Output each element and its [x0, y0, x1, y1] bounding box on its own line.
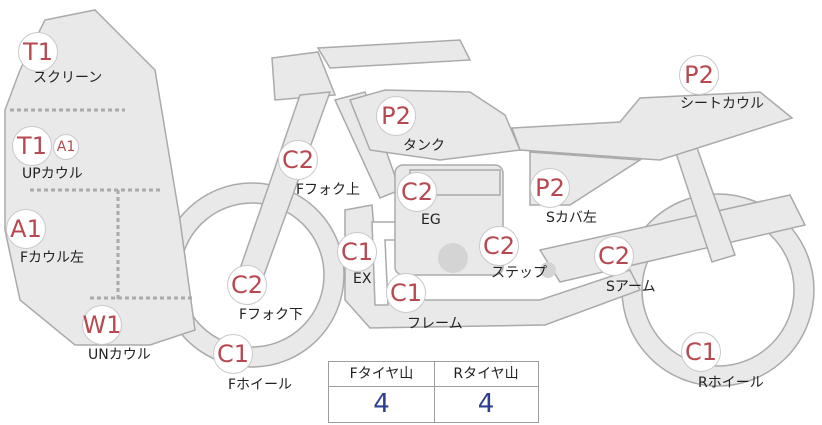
grade-badge-f-fork-lower: C2 [227, 265, 267, 305]
headlight-shape [271, 51, 337, 101]
label-exhaust: EX [353, 271, 372, 287]
front-tire-value: 4 [373, 389, 390, 419]
label-r-wheel: Rホイール [698, 375, 764, 391]
label-screen: スクリーン [33, 70, 103, 86]
label-s-cover-left: Sカバ左 [546, 210, 597, 226]
label-step: ステップ [491, 265, 547, 281]
grade-badge-tank: P2 [376, 96, 416, 136]
label-f-fork-lower: Fフォク下 [239, 307, 304, 323]
label-swing-arm: Sアーム [606, 279, 656, 295]
label-tank: タンク [403, 138, 445, 154]
fairing-shape [4, 9, 196, 346]
grade-badge-frame: C1 [386, 273, 426, 313]
grade-badge-exhaust: C1 [337, 232, 377, 272]
label-up-cowl: UPカウル [22, 166, 83, 182]
label-un-cowl: UNカウル [88, 347, 151, 363]
grade-badge-r-wheel: C1 [681, 332, 721, 372]
grade-badge-screen: T1 [18, 32, 58, 72]
rear-tire-header: Rタイヤ山 [434, 362, 538, 387]
grade-badge-up-cowl: T1 [12, 126, 52, 166]
seat-cowl-shape [510, 91, 794, 161]
engine-dot [438, 243, 468, 273]
grade-badge-step: C2 [479, 226, 519, 266]
rear-tire-value: 4 [477, 389, 495, 419]
grade-badge-swing-arm: C2 [594, 236, 634, 276]
front-tire-header: Fタイヤ山 [329, 362, 434, 387]
label-seat-cowl: シートカウル [680, 96, 764, 112]
label-engine: EG [421, 212, 441, 228]
grade-badge-f-cowl-left: A1 [6, 209, 46, 249]
grade-badge-up-cowl-secondary: A1 [53, 134, 79, 160]
label-f-wheel: Fホイール [228, 377, 293, 393]
grade-badge-f-fork-upper: C2 [278, 140, 318, 180]
tire-tread-table: Fタイヤ山 Rタイヤ山 4 4 [328, 361, 539, 423]
grade-badge-un-cowl: W1 [82, 305, 122, 345]
grade-badge-f-wheel: C1 [213, 334, 253, 374]
grade-badge-seat-cowl: P2 [679, 55, 719, 95]
handlebar-shape [316, 39, 472, 69]
grade-badge-s-cover-left: P2 [530, 168, 570, 208]
label-f-cowl-left: Fカウル左 [20, 250, 85, 266]
label-frame: フレーム [407, 316, 463, 332]
step-dot [540, 262, 556, 278]
table-divider [434, 362, 435, 422]
label-f-fork-upper: Fフォク上 [296, 182, 361, 198]
grade-badge-engine: C2 [397, 172, 437, 212]
